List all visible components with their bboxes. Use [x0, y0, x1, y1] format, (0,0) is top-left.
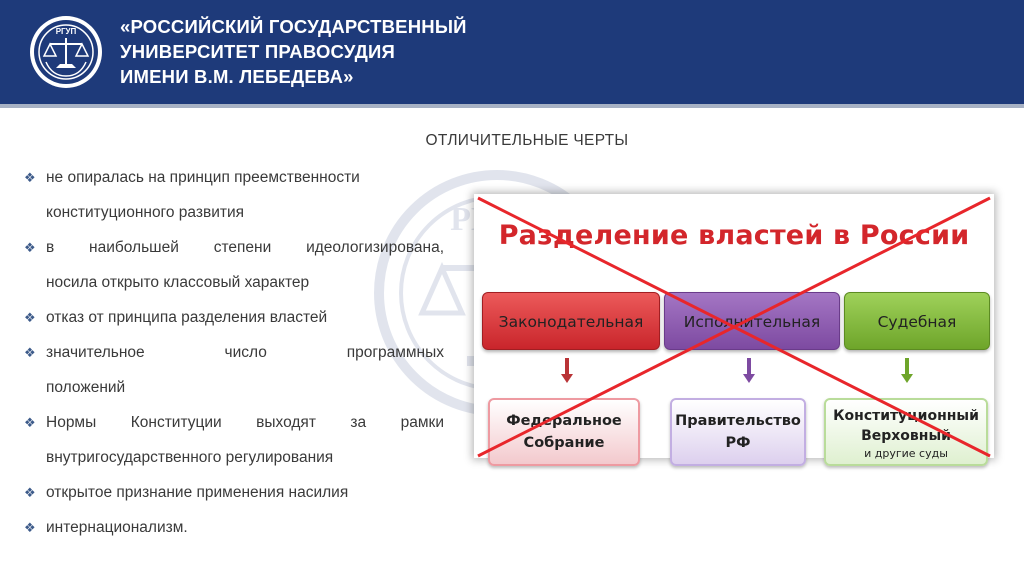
diamond-bullet-icon: ❖	[24, 520, 36, 535]
diamond-bullet-icon: ❖	[24, 240, 36, 255]
list-item: ❖ не опиралась на принцип преемственност…	[24, 160, 444, 230]
list-item-line-1: Нормы Конституции выходят за рамки	[46, 414, 444, 431]
list-item: ❖ интернационализм.	[24, 510, 444, 545]
list-item: ❖ значительное число программных положен…	[24, 335, 444, 405]
list-item: ❖ отказ от принципа разделения властей	[24, 300, 444, 335]
courts-line-1: Конституционный	[833, 408, 979, 424]
list-item-line-2: носила открыто классовый характер	[46, 274, 310, 291]
diamond-bullet-icon: ❖	[24, 170, 36, 185]
list-item-line-1: открытое признание применения насилия	[46, 484, 349, 501]
list-item: ❖ открытое признание применения насилия	[24, 475, 444, 510]
cross-out-icon	[477, 196, 991, 458]
university-name-line-2: УНИВЕРСИТЕТ ПРАВОСУДИЯ	[120, 41, 395, 62]
diamond-bullet-icon: ❖	[24, 415, 36, 430]
header-divider	[0, 104, 1024, 108]
list-item: ❖ Нормы Конституции выходят за рамки вну…	[24, 405, 444, 475]
courts-note: и другие суды	[864, 447, 948, 460]
university-name-line-1: «РОССИЙСКИЙ ГОСУДАРСТВЕННЫЙ	[120, 16, 467, 37]
courts-line-2: Верховный	[861, 428, 951, 444]
legislative-branch-box: Законодательная	[482, 292, 660, 350]
university-logo: РГУП	[30, 16, 102, 88]
federal-assembly-line-2: Собрание	[523, 435, 605, 451]
judicial-branch-box: Судебная	[844, 292, 990, 350]
courts-box: Конституционный Верховный и другие суды	[824, 398, 988, 466]
logo-text: РГУП	[56, 27, 77, 36]
federal-assembly-line-1: Федеральное	[506, 413, 622, 429]
bullet-list: ❖ не опиралась на принцип преемственност…	[24, 160, 444, 545]
separation-of-powers-diagram: Разделение властей в России Законодатель…	[470, 190, 998, 466]
government-box: Правительство РФ	[670, 398, 806, 466]
list-item-line-2: конституционного развития	[46, 204, 245, 221]
slide-heading: ОТЛИЧИТЕЛЬНЫЕ ЧЕРТЫ	[425, 132, 629, 149]
university-name: «РОССИЙСКИЙ ГОСУДАРСТВЕННЫЙ УНИВЕРСИТЕТ …	[120, 14, 467, 89]
list-item-line-1: значительное число программных	[46, 344, 444, 361]
government-line-1: Правительство	[675, 413, 801, 429]
list-item-line-1: в наибольшей степени идеологизирована,	[46, 239, 444, 256]
list-item-line-2: положений	[46, 379, 126, 396]
university-name-line-3: ИМЕНИ В.М. ЛЕБЕДЕВА»	[120, 66, 354, 87]
list-item-line-1: интернационализм.	[46, 519, 188, 536]
federal-assembly-box: Федеральное Собрание	[488, 398, 640, 466]
diamond-bullet-icon: ❖	[24, 485, 36, 500]
diamond-bullet-icon: ❖	[24, 345, 36, 360]
list-item-line-2: внутригосударственного регулирования	[46, 449, 334, 466]
government-line-2: РФ	[725, 435, 751, 451]
diamond-bullet-icon: ❖	[24, 310, 36, 325]
header-bar: РГУП «РОССИЙСКИЙ ГОСУДАРСТВЕННЫЙ УНИВЕРС…	[0, 0, 1024, 104]
diagram-title: Разделение властей в России	[498, 220, 970, 251]
list-item: ❖ в наибольшей степени идеологизирована,…	[24, 230, 444, 300]
list-item-line-1: отказ от принципа разделения властей	[46, 309, 328, 326]
list-item-line-1: не опиралась на принцип преемственности	[46, 169, 360, 186]
